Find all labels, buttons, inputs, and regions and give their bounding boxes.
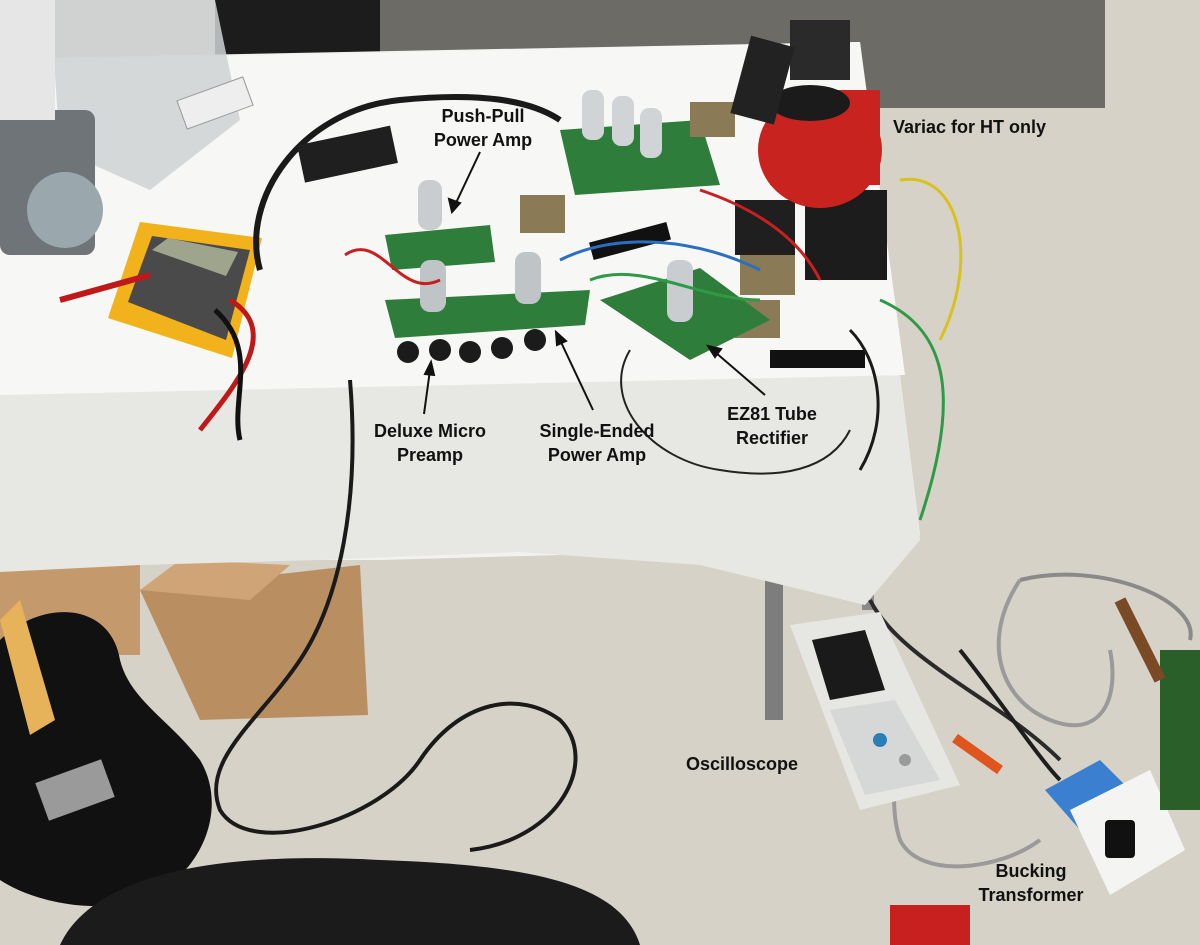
scope-probe [952, 733, 1003, 775]
label-deluxe-line2: Preamp [396, 445, 464, 465]
label-oscilloscope: Oscilloscope [686, 752, 798, 776]
label-oscilloscope-text: Oscilloscope [686, 754, 799, 774]
label-deluxe-preamp: Deluxe Micro Preamp [355, 419, 505, 467]
top-amp-board [560, 120, 720, 195]
small-transformer [520, 195, 565, 233]
label-bucking-line2: Transformer [978, 885, 1084, 905]
label-variac-text: Variac for HT only [893, 117, 1047, 137]
label-single-ended-line1: Single-Ended [539, 421, 655, 441]
label-bucking-transformer: Bucking Transformer [963, 859, 1099, 907]
guitar-cable [214, 379, 578, 852]
label-ez81-line1: EZ81 Tube [727, 404, 817, 424]
bucking-transformer [1045, 760, 1185, 895]
label-ez81-line2: Rectifier [735, 428, 809, 448]
terminal-strip-2 [770, 350, 865, 368]
parts-bag [50, 0, 240, 190]
push-pull-board [385, 225, 495, 270]
label-deluxe-line1: Deluxe Micro [373, 421, 487, 441]
label-push-pull-line1: Push-Pull [441, 106, 525, 126]
label-single-ended: Single-Ended Power Amp [527, 419, 667, 467]
cardboard-box [140, 565, 368, 720]
hookup-wires [344, 177, 963, 521]
dark-bag [215, 0, 380, 60]
signal-cable [253, 93, 562, 271]
label-bucking-line1: Bucking [995, 861, 1067, 881]
extension-plug [1114, 597, 1166, 683]
oscilloscope [790, 612, 960, 810]
push-pull-tube [418, 180, 442, 230]
annotation-arrows [423, 151, 766, 415]
control-knobs [397, 329, 546, 363]
label-single-ended-line2: Power Amp [547, 445, 647, 465]
preamp-tube [420, 260, 446, 312]
ez81-tube [667, 260, 693, 322]
red-clip [890, 905, 970, 945]
perfboard [730, 35, 795, 125]
label-ez81: EZ81 Tube Rectifier [712, 402, 832, 450]
chair-seat [60, 858, 640, 945]
electric-guitar [0, 600, 212, 907]
probe-lead-red [198, 297, 256, 432]
variac [758, 20, 882, 208]
tablecloth-drape [0, 375, 920, 605]
tube-carton [297, 125, 398, 183]
label-push-pull: Push-Pull Power Amp [408, 104, 558, 152]
label-push-pull-line2: Power Amp [433, 130, 533, 150]
label-variac: Variac for HT only [893, 115, 1046, 139]
single-ended-tube [515, 252, 541, 304]
probe-lead-black [213, 308, 244, 441]
